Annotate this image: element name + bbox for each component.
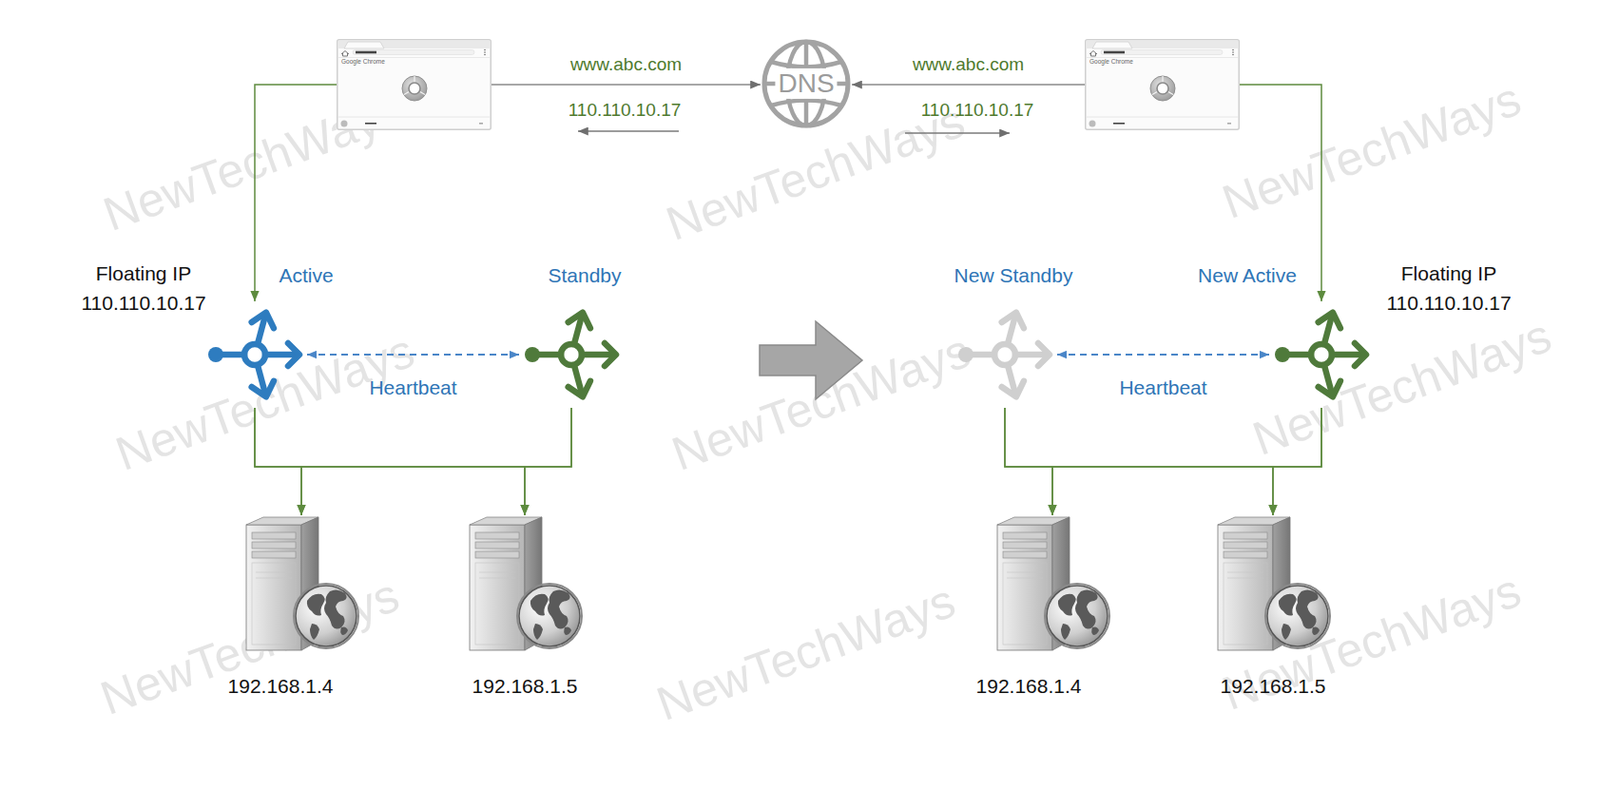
web-server-shape xyxy=(465,515,584,658)
load-balancer: New Active xyxy=(1269,301,1374,408)
floating-ip-label: Floating IP 110.110.10.17 xyxy=(1377,258,1521,318)
connector xyxy=(1004,407,1053,516)
edge-label: www.abc.com xyxy=(570,54,682,76)
dns-server-icon xyxy=(764,41,849,126)
browser-window-icon xyxy=(1085,39,1240,131)
browser-window-shape xyxy=(336,38,492,131)
browser-caption: Google Chrome xyxy=(1089,57,1134,65)
web-server: 192.168.1.4 xyxy=(242,515,361,658)
load-balancer-shape xyxy=(952,301,1058,408)
web-server: 192.168.1.5 xyxy=(465,515,584,658)
load-balancer-icon xyxy=(208,312,300,398)
browser-window: Google Chrome xyxy=(336,38,492,131)
connector xyxy=(1057,353,1270,356)
browser-window-icon xyxy=(337,39,492,131)
connector xyxy=(254,407,525,516)
load-balancer-icon xyxy=(524,312,617,398)
response-arrow xyxy=(905,132,1010,134)
connector xyxy=(851,83,1085,85)
watermark: NewTechWays xyxy=(1246,308,1560,467)
load-balancer-icon xyxy=(1274,312,1367,398)
edge-label: www.abc.com xyxy=(912,54,1024,76)
connector xyxy=(1272,407,1322,516)
server-ip: 192.168.1.5 xyxy=(1220,674,1327,698)
floating-ip-label: Floating IP 110.110.10.17 xyxy=(72,258,215,318)
connector xyxy=(1004,407,1273,516)
web-server-icon xyxy=(1217,517,1331,651)
watermark: NewTechWays xyxy=(1215,72,1529,231)
web-server-icon xyxy=(997,517,1110,651)
load-balancer: New Standby xyxy=(952,301,1058,408)
connector xyxy=(1052,407,1322,516)
connector xyxy=(301,407,572,516)
web-server-icon xyxy=(246,517,359,651)
web-server: 192.168.1.5 xyxy=(1214,515,1332,658)
browser-window: Google Chrome xyxy=(1084,38,1240,131)
load-balancer-shape xyxy=(202,301,308,408)
server-ip: 192.168.1.4 xyxy=(976,674,1082,698)
connector xyxy=(254,407,302,516)
load-balancer: Standby xyxy=(519,301,624,408)
response-arrow xyxy=(578,130,679,132)
edge-label: Heartbeat xyxy=(368,376,457,400)
connector xyxy=(254,84,337,302)
dns-label: DNS xyxy=(774,68,837,99)
web-server-icon xyxy=(469,517,582,651)
browser-window-shape xyxy=(1084,38,1240,131)
server-ip: 192.168.1.5 xyxy=(472,674,579,698)
role-label: New Active xyxy=(1197,264,1297,288)
connector xyxy=(491,83,761,85)
load-balancer: Active xyxy=(202,301,308,408)
web-server-shape xyxy=(242,515,361,658)
web-server-shape xyxy=(993,515,1112,658)
connector xyxy=(307,353,520,356)
server-ip: 192.168.1.4 xyxy=(228,674,334,698)
edge-label: Heartbeat xyxy=(1118,376,1207,400)
browser-caption: Google Chrome xyxy=(341,57,386,65)
failover-arrow xyxy=(759,321,863,400)
resolved-ip-label: 110.110.10.17 xyxy=(921,99,1035,121)
resolved-ip-label: 110.110.10.17 xyxy=(568,99,682,121)
web-server: 192.168.1.4 xyxy=(993,515,1112,658)
load-balancer-shape xyxy=(1269,301,1374,408)
load-balancer-shape xyxy=(519,301,624,408)
role-label: Standby xyxy=(547,264,621,288)
role-label: Active xyxy=(278,264,333,288)
watermark: NewTechWays xyxy=(650,574,964,733)
web-server-shape xyxy=(1214,515,1332,658)
connector xyxy=(524,407,572,516)
dns-server: DNS xyxy=(760,38,852,130)
role-label: New Standby xyxy=(954,264,1074,288)
load-balancer-icon xyxy=(958,312,1050,398)
